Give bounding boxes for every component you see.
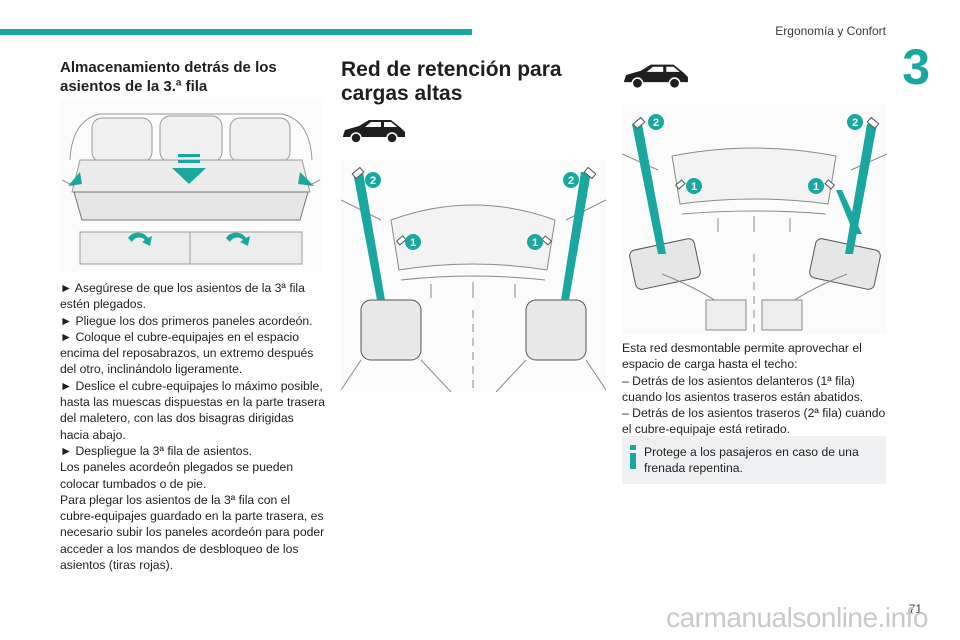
storage-heading: Almacenamiento detrás de los asientos de…	[60, 59, 277, 95]
storage-instructions: ► Asegúrese de que los asientos de la 3ª…	[60, 280, 325, 573]
callout-2-right-label: 2	[568, 175, 574, 187]
net-heading: Red de retención para cargas altas	[341, 58, 562, 105]
suv-icon	[341, 118, 407, 149]
note-paragraph-2: Para plegar los asientos de la 3ª fila c…	[60, 492, 325, 573]
rear-net-drawing: 2 2 1 1	[622, 114, 887, 334]
callout-2-left-label: 2	[653, 117, 659, 129]
watermark: carmanualsonline.info	[666, 602, 928, 633]
callout-2-right	[847, 114, 863, 130]
section-title: Ergonomía y Confort	[775, 24, 886, 38]
net-description: Esta red desmontable permite aprovechar …	[622, 340, 888, 438]
net-position-front: – Detrás de los asientos delanteros (1ª …	[622, 373, 864, 404]
info-note: Protege a los pasajeros en caso de una f…	[622, 436, 886, 484]
callout-1-right	[808, 178, 824, 194]
callout-2-left	[648, 114, 664, 130]
callouts: 2 2 1 1	[365, 172, 579, 250]
page-number: 71	[908, 602, 922, 616]
callout-1-left	[405, 234, 421, 250]
instruction-2: ► Pliegue los dos primeros paneles acord…	[60, 313, 313, 328]
rear-net-illustration: 2 2 1 1	[622, 104, 887, 334]
info-icon	[622, 436, 644, 469]
callout-1-left-label: 1	[691, 181, 697, 193]
callout-2-right-label: 2	[852, 117, 858, 129]
car-silhouette-icon	[343, 120, 405, 144]
net-intro: Esta red desmontable permite aprovechar …	[622, 341, 862, 372]
instruction-5: ► Despliegue la 3ª fila de asientos.	[60, 443, 253, 458]
callout-2-left-label: 2	[370, 175, 376, 187]
callout-1-right-label: 1	[813, 181, 819, 193]
note-paragraph-1: Los paneles acordeón plegados se pueden …	[60, 460, 294, 491]
front-net-illustration: 2 2 1 1	[341, 160, 606, 392]
car-silhouette-icon-right	[624, 64, 688, 90]
callout-1-right	[527, 234, 543, 250]
front-net-drawing: 2 2 1 1	[341, 166, 606, 392]
info-note-text: Protege a los pasajeros en caso de una f…	[643, 445, 859, 476]
chapter-number: 3	[902, 39, 930, 95]
callouts-right: 2 2 1 1	[648, 114, 863, 194]
middle-column: Red de retención para cargas altas	[341, 58, 591, 106]
net-position-rear: – Detrás de los asientos traseros (2ª fi…	[622, 406, 886, 437]
suv-icon-right	[622, 62, 690, 95]
instruction-1: ► Asegúrese de que los asientos de la 3ª…	[60, 281, 305, 312]
callout-1-left-label: 1	[410, 237, 416, 249]
callout-2-left	[365, 172, 381, 188]
header-accent-bar	[0, 29, 472, 35]
trunk-drawing	[61, 113, 321, 265]
left-column: Almacenamiento detrás de los asientos de…	[60, 58, 322, 96]
callout-1-left	[686, 178, 702, 194]
callout-1-right-label: 1	[532, 237, 538, 249]
trunk-storage-illustration	[60, 100, 322, 272]
instruction-3: ► Coloque el cubre-equipajes en el espac…	[60, 329, 314, 377]
instruction-4: ► Deslice el cubre-equipajes lo máximo p…	[60, 378, 325, 442]
callout-2-right	[563, 172, 579, 188]
